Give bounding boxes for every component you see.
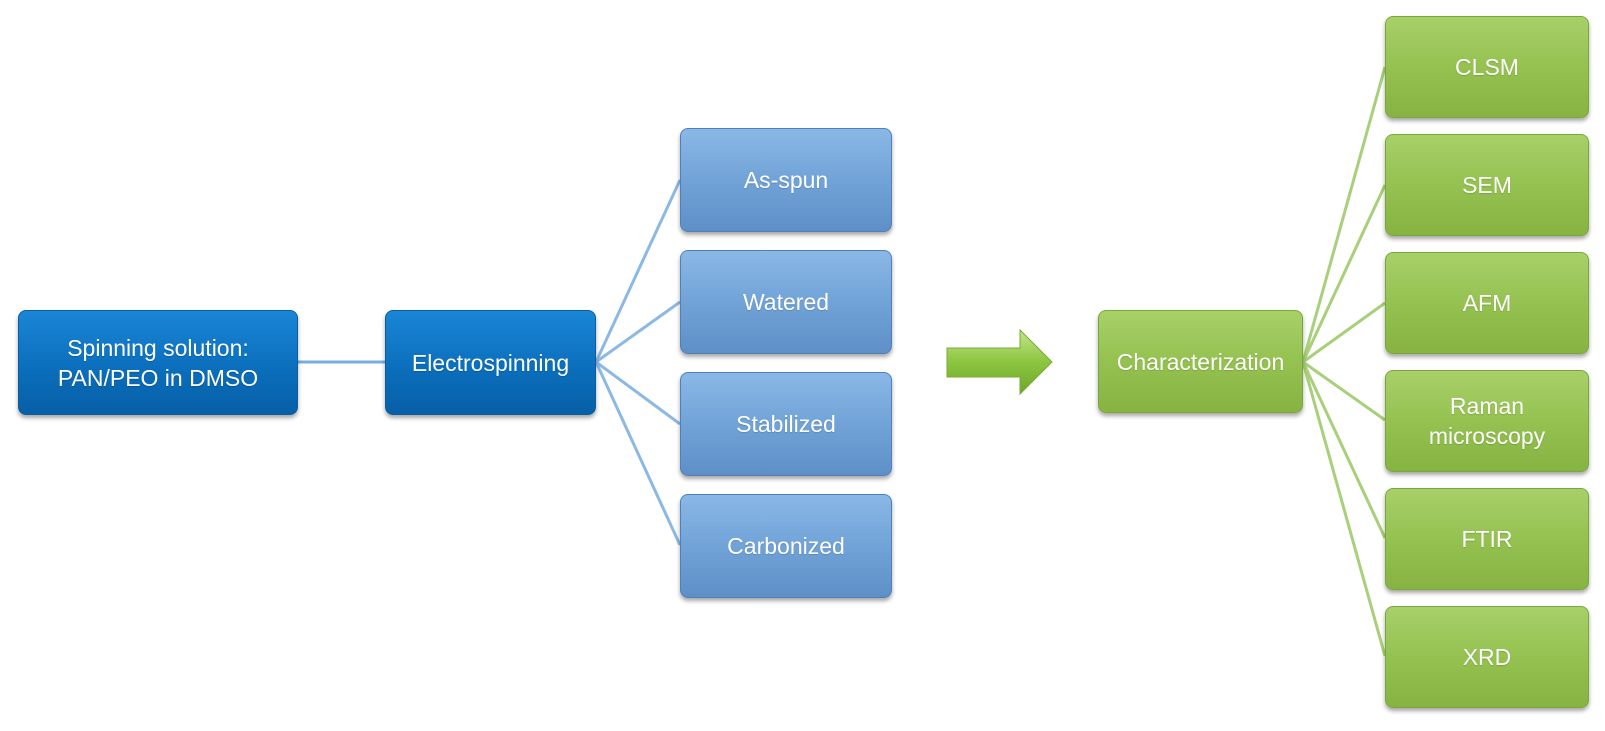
spinning-solution-box: Spinning solution: PAN/PEO in DMSO [18, 310, 298, 415]
connector-characterization-ftir [1301, 361, 1387, 539]
connector-characterization-raman [1302, 360, 1386, 422]
method-box-xrd: XRD [1385, 606, 1589, 708]
spinning-solution-line1: Spinning solution: [67, 334, 249, 361]
connector-characterization-clsm [1301, 66, 1387, 363]
sample-label: Watered [742, 289, 830, 315]
method-box-clsm: CLSM [1385, 16, 1589, 118]
connector-characterization-xrd [1301, 361, 1387, 657]
method-box-sem: SEM [1385, 134, 1589, 236]
sample-box-carbonized: Carbonized [680, 494, 892, 598]
method-label: CLSM [1455, 54, 1519, 80]
sample-label: Carbonized [727, 533, 845, 559]
right-arrow-icon [946, 328, 1053, 396]
connector-characterization-sem [1301, 184, 1387, 363]
method-label: AFM [1462, 290, 1512, 316]
electrospinning-label: Electrospinning [411, 349, 570, 376]
electrospinning-box: Electrospinning [385, 310, 596, 415]
characterization-box: Characterization [1098, 310, 1303, 413]
method-box-afm: AFM [1385, 252, 1589, 354]
sample-box-as-spun: As-spun [680, 128, 892, 232]
spinning-solution-line2: PAN/PEO in DMSO [57, 364, 259, 391]
method-box-ftir: FTIR [1385, 488, 1589, 590]
method-box-raman: Raman microscopy [1385, 370, 1589, 472]
method-label-line2: microscopy [1428, 423, 1546, 449]
method-label: XRD [1462, 644, 1512, 670]
connector-electrospinning-as-spun [594, 179, 682, 363]
connector-electrospinning-carbonized [594, 361, 682, 546]
method-label: FTIR [1461, 526, 1513, 552]
sample-box-watered: Watered [680, 250, 892, 354]
connector-electrospinning-watered [595, 300, 681, 364]
sample-label: As-spun [743, 167, 829, 193]
sample-label: Stabilized [736, 411, 836, 437]
characterization-label: Characterization [1116, 348, 1285, 375]
connector-electrospinning-stabilized [595, 360, 681, 426]
method-label: SEM [1462, 172, 1512, 198]
sample-box-stabilized: Stabilized [680, 372, 892, 476]
connector-characterization-afm [1302, 301, 1386, 364]
method-label: Raman [1449, 393, 1525, 419]
